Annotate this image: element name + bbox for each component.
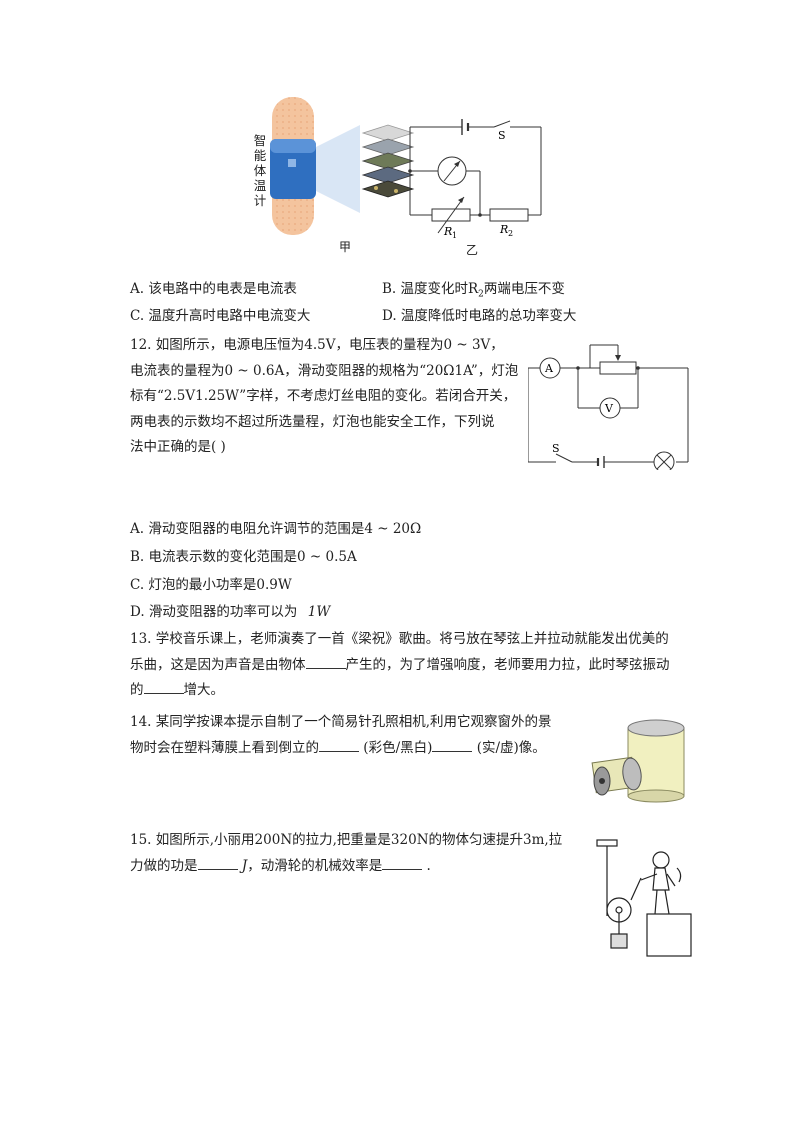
thermo-char: 能 [253,148,267,163]
thermo-char: 计 [253,193,267,208]
q12-switch [555,453,573,463]
q14-blank-1[interactable] [319,737,359,752]
q12-option-d: D. 滑动变阻器的功率可以为 1W [130,601,330,623]
q12-line: 电流表的量程为0 ~ 0.6A，滑动变阻器的规格为“20Ω1A”，灯泡 [130,362,519,379]
q12-option-a: A. 滑动变阻器的电阻允许调节的范围是4 ~ 20Ω [130,521,422,537]
ammeter-label: A [544,362,554,375]
q15-line: 力做的功是 J，动滑轮的机械效率是 . [130,854,590,880]
q13-blank-1[interactable] [305,654,346,669]
q15-blank-efficiency[interactable] [382,855,423,870]
resistor-r2 [489,208,529,222]
q13-text: 的 [130,682,144,698]
q13-text: 增大。 [183,682,225,698]
q13-line: 乐曲，这是因为声音是由物体 产生的，为了增强响度，老师要用力拉，此时琴弦振动 [130,653,700,679]
q13-text: 产生的，为了增强响度，老师要用力拉，此时琴弦振动 [345,656,670,673]
q13-stem: 13. 学校音乐课上，老师演奏了一首《梁祝》歌曲。将弓放在琴弦上并拉动就能发出优… [130,627,700,704]
q14-line: 物时会在塑料薄膜上看到倒立的 (彩色/黑白) (实/虚)像。 [130,736,590,762]
q15-text: ，动滑轮的机械效率是 [247,857,383,874]
thermo-char: 智 [253,133,267,148]
q12-circuit-diagram: A V S [528,344,689,470]
thermo-char: 温 [253,178,267,193]
q12-switch-label: S [552,442,560,455]
q11-option-a: A. 该电路中的电表是电流表 [130,281,297,297]
label-yi: 乙 [466,243,479,257]
q14-text: 物时会在塑料薄膜上看到倒立的 [130,739,319,756]
q11-option-b-sub: 2 [478,289,484,300]
q12-stem: 12. 如图所示，电源电压恒为4.5V，电压表的量程为0 ~ 3V， 电流表的量… [130,333,525,461]
r1-sub: 1 [452,231,457,240]
pulley-figure [596,839,692,957]
q12-line: 标有“2.5V1.25W”字样，不考虑灯丝电阻的变化。若闭合开关， [130,388,517,404]
q12-option-b: B. 电流表示数的变化范围是0 ~ 0.5A [130,549,357,565]
pinhole-camera-image [591,719,685,803]
sensor-chip [270,139,316,199]
weight-icon [610,933,628,949]
q11-option-b: B. 温度变化时R2两端电压不变 [382,278,565,306]
q15-stem: 15. 如图所示,小丽用200N的拉力,把重量是320N的物体匀速提升3m,拉 … [130,828,590,879]
q13-line: 的 增大。 [130,678,700,704]
rheostat [599,361,637,375]
q12-line: 12. 如图所示，电源电压恒为4.5V，电压表的量程为0 ~ 3V， [130,337,504,353]
circuit-diagram-yi: S R 1 R 2 [408,119,542,240]
q13-blank-2[interactable] [143,679,184,694]
switch-label: S [498,129,506,142]
q15-text: . [426,857,431,874]
switch-s [493,120,511,128]
q14-blank-2[interactable] [432,737,473,752]
q14-text: (彩色/黑白) [363,739,433,756]
figure-11: 智 能 体 温 计 甲 [240,95,560,260]
q15-unit: J [241,857,248,874]
q14-text: (实/虚)像。 [476,739,546,756]
q15-text: 力做的功是 [130,857,198,874]
label-jia: 甲 [339,240,352,254]
q15-line: 15. 如图所示,小丽用200N的拉力,把重量是320N的物体匀速提升3m,拉 [130,832,563,848]
q13-text: 乐曲，这是因为声音是由物体 [130,656,306,673]
q11-option-d: D. 温度降低时电路的总功率变大 [382,308,577,324]
q14-stem: 14. 某同学按课本提示自制了一个简易针孔照相机,利用它观察窗外的景 物时会在塑… [130,710,590,761]
q11-option-b-post: 两端电压不变 [483,281,565,297]
q12-option-c: C. 灯泡的最小功率是0.9W [130,577,292,593]
r2-sub: 2 [508,229,513,238]
voltmeter-label: V [604,402,614,415]
thermometer-label: 智 能 体 温 计 [252,133,268,208]
q11-option-c: C. 温度升高时电路中电流变大 [130,308,311,324]
lamp-icon [653,451,675,470]
q14-line: 14. 某同学按课本提示自制了一个简易针孔照相机,利用它观察窗外的景 [130,714,552,730]
thermo-char: 体 [253,163,267,178]
q11-option-b-pre: B. 温度变化时R [382,281,479,297]
q12-line: 两电表的示数均不超过所选量程，灯泡也能安全工作，下列说 [130,413,495,430]
q12-line: 法中正确的是( ) [130,439,226,455]
layer-stack-icon [361,124,415,198]
q12-option-d-pre: D. 滑动变阻器的功率可以为 [130,604,298,620]
q12-option-d-val: 1W [307,604,331,620]
r2-label: R [499,223,508,236]
r1-label: R [443,225,452,238]
q13-line: 13. 学校音乐课上，老师演奏了一首《梁祝》歌曲。将弓放在琴弦上并拉动就能发出优… [130,631,669,647]
q15-blank-work[interactable] [197,855,238,870]
smart-thermometer-image [270,97,415,235]
